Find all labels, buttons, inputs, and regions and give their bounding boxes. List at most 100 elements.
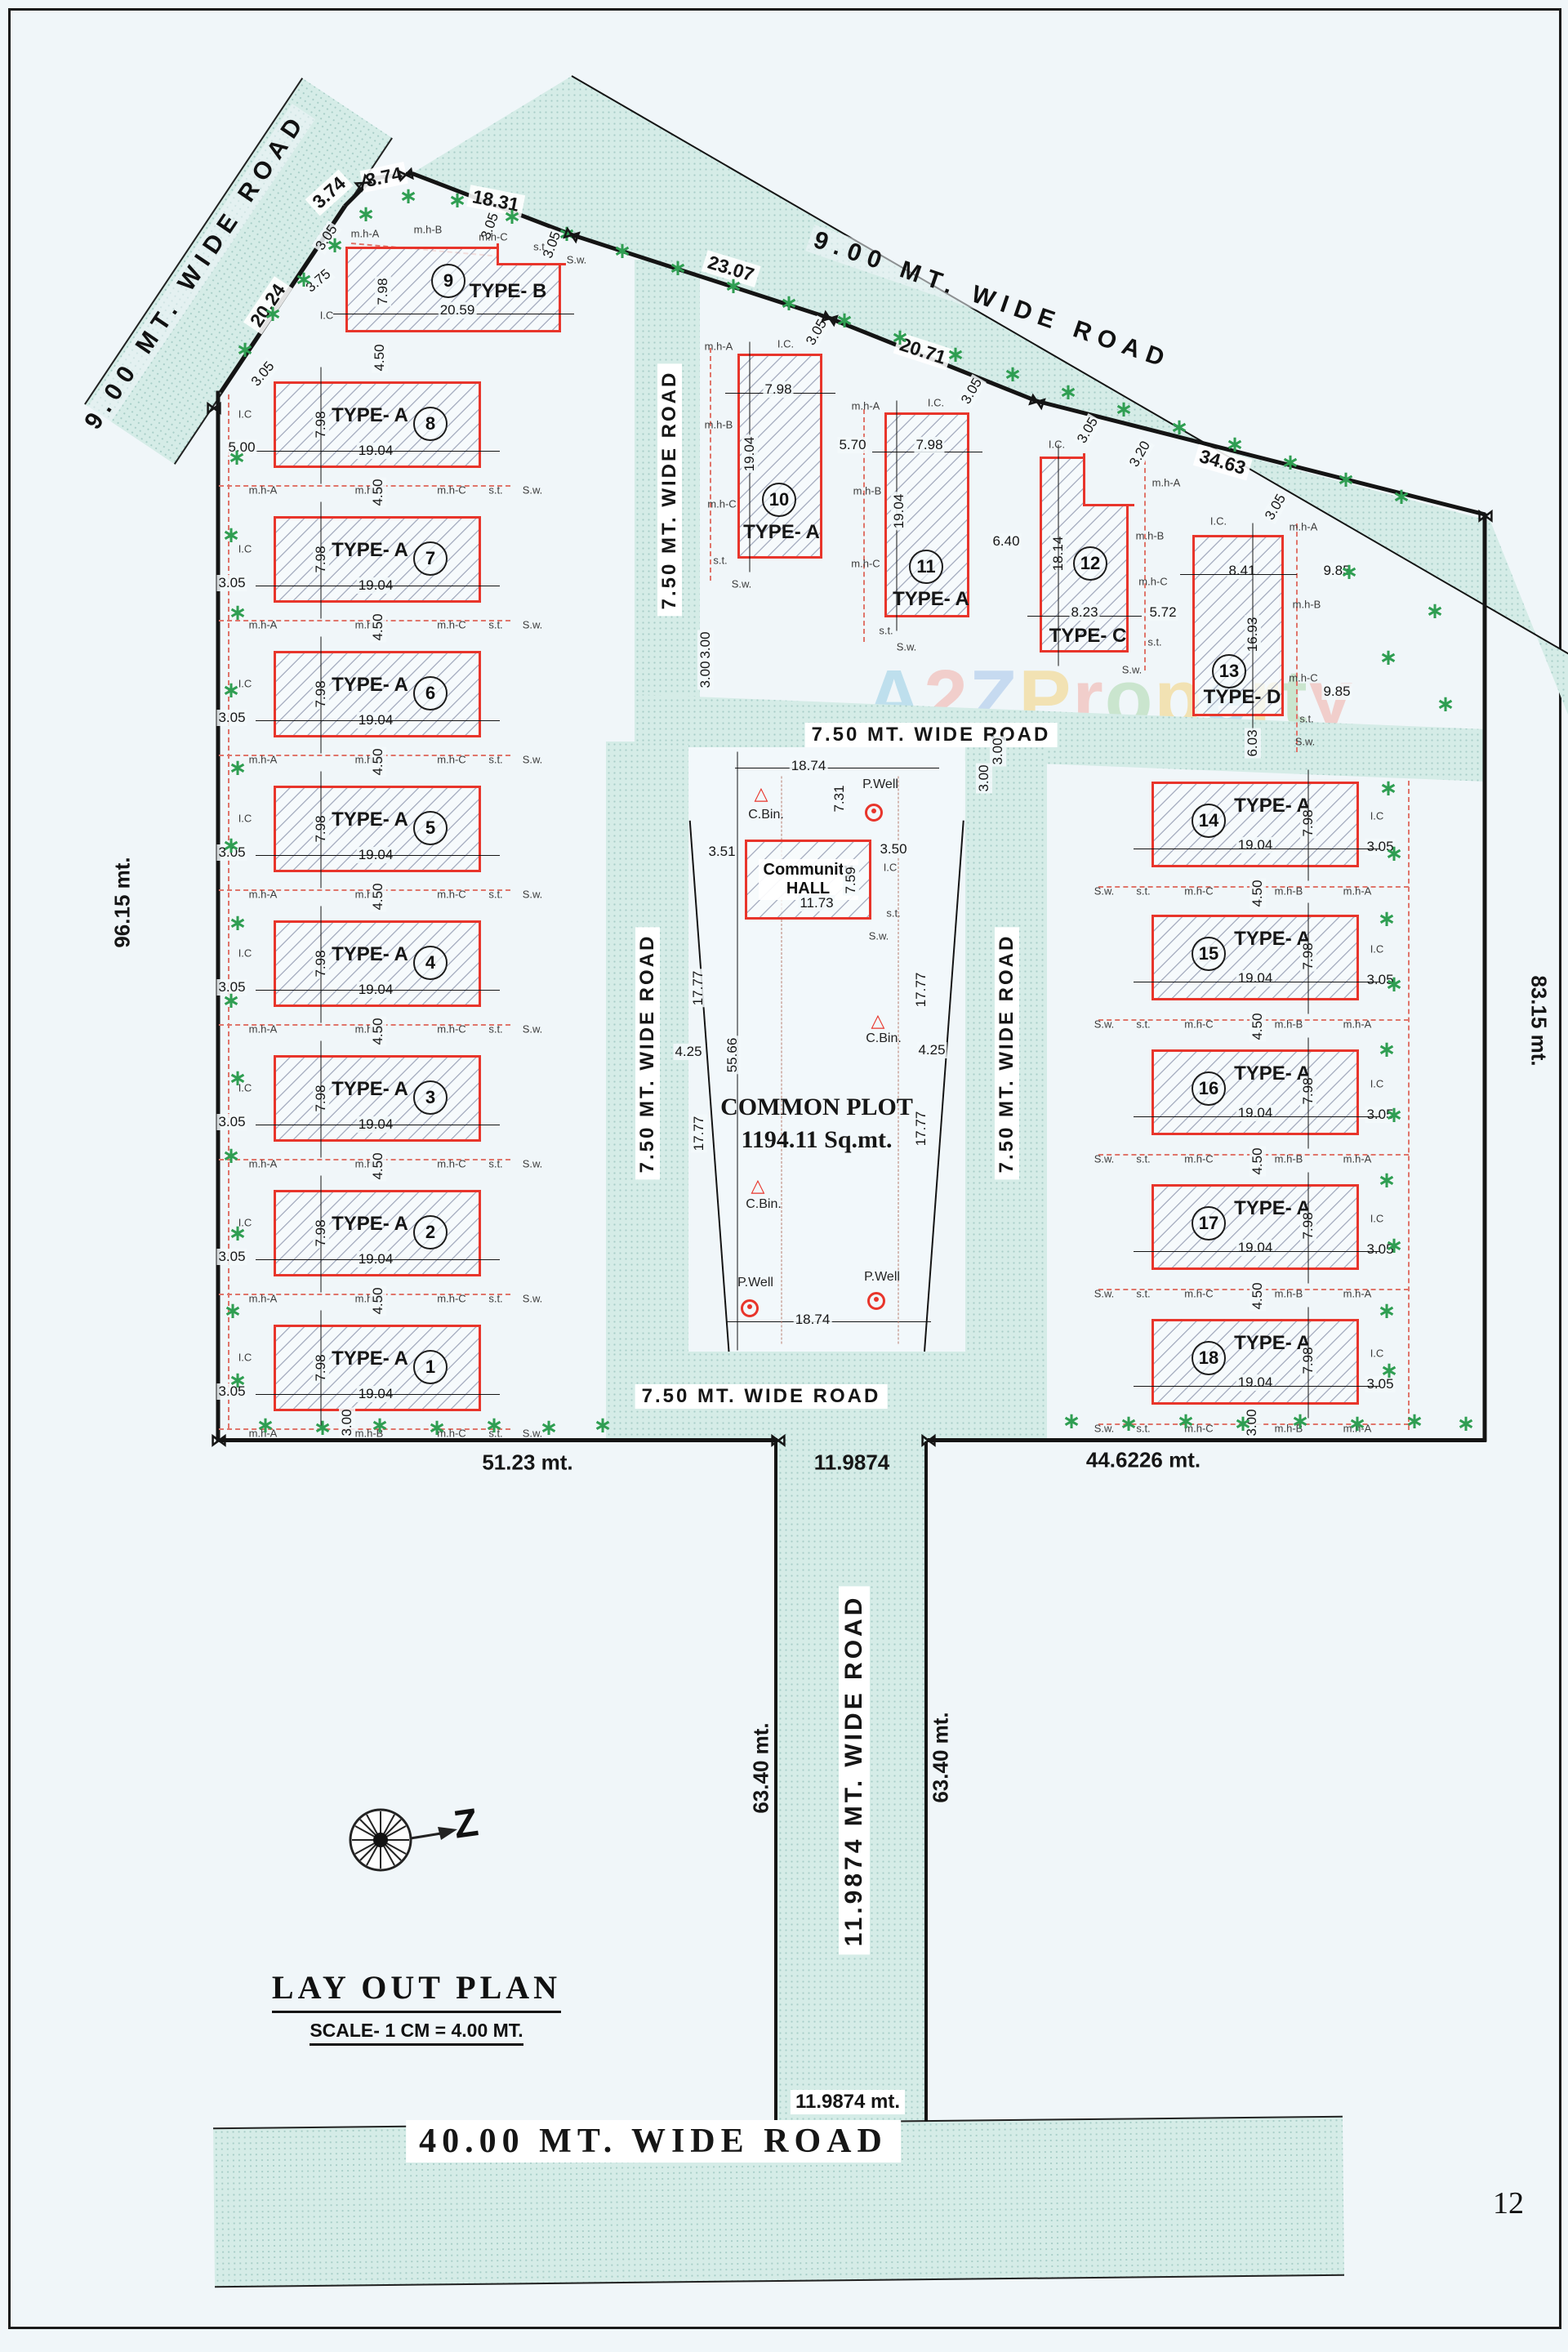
dim-label: 5.70 [837, 437, 868, 453]
plot-type-label: TYPE- A [332, 539, 408, 561]
tree-icon: ∗ [1378, 1167, 1396, 1192]
plan-line [219, 1437, 777, 1442]
dim-label: 19.04 [1236, 1105, 1275, 1121]
tree-icon: ∗ [229, 910, 247, 935]
tree-icon: ∗ [229, 1220, 247, 1245]
dim-label: m.h-C [437, 1022, 466, 1036]
utility-label: I.C [238, 947, 252, 960]
utility-label: I.C [238, 812, 252, 825]
utility-label: m.h-C [707, 497, 737, 510]
utility-label: m.h-B [1135, 529, 1165, 542]
dim-label: 11.9874 [813, 1450, 890, 1475]
tree-icon: ∗ [229, 1367, 247, 1392]
dim-label: m.h-B [354, 1427, 384, 1440]
dim-label: S.w. [522, 888, 543, 901]
dim-label: m.h-C [437, 1427, 466, 1440]
plot-number: 9 [431, 264, 466, 298]
utility-label: s.t. [1147, 635, 1162, 648]
tree-icon: ∗ [1385, 1232, 1403, 1258]
utility-label: s.t [533, 240, 545, 253]
plan-line [320, 367, 322, 483]
dim-label: 3.00 [339, 1407, 355, 1438]
utility-label: I.C [319, 309, 334, 322]
utility-label: m.h-C [479, 230, 508, 243]
plan-line [256, 1258, 500, 1260]
dim-label: m.h-C [437, 1292, 466, 1305]
dim-label: m.h-A [248, 618, 278, 631]
dim-label: 4.50 [370, 477, 386, 508]
dim-label: m.h-B [1274, 1018, 1303, 1031]
utility-label: P.Well [737, 1276, 773, 1290]
utility-label: I.C [238, 1351, 252, 1364]
plot-type-label: TYPE- A [1234, 1332, 1311, 1354]
plot-number: 16 [1192, 1071, 1226, 1106]
plot-number: 3 [413, 1080, 448, 1115]
north-compass: Z [333, 1795, 505, 1885]
dim-label: I.C [1370, 809, 1384, 822]
dim-label: m.h-C [437, 483, 466, 497]
utility-label: S.w. [566, 253, 587, 266]
utility-dashed-line [1408, 781, 1410, 1430]
dim-label: 6.03 [1245, 728, 1261, 759]
dim-label: m.h-A [248, 1292, 278, 1305]
plan-line [320, 501, 322, 618]
tree-icon: ∗ [371, 1412, 389, 1437]
dim-label: 3.05 [216, 710, 247, 726]
plan-line [320, 1175, 322, 1292]
plan-line [320, 636, 322, 753]
dim-label: 3.51 [706, 844, 737, 860]
utility-label: m.h-A [1289, 520, 1318, 533]
utility-label: m.h-C [1138, 575, 1168, 588]
utility-label: C.Bin. [866, 1031, 902, 1045]
tree-icon: ∗ [1226, 431, 1244, 457]
dim-label: s.t. [488, 1157, 503, 1170]
utility-label: m.h-A [851, 399, 880, 412]
tree-icon: ∗ [222, 832, 240, 858]
road-label: 11.9874 MT. WIDE ROAD [839, 1586, 870, 1955]
plot-number: 14 [1192, 804, 1226, 838]
dim-label: S.w. [1094, 1287, 1115, 1300]
tree-icon: ∗ [295, 266, 313, 292]
dim-label: 55.66 [724, 1036, 741, 1075]
utility-label: I.C [238, 677, 252, 690]
dim-label: m.h-B [1274, 1152, 1303, 1165]
plan-line [256, 450, 500, 452]
dim-label: m.h-C [437, 888, 466, 901]
utility-label: I.C [238, 542, 252, 555]
dim-label: 9.85 [1321, 563, 1352, 579]
plan-line [1134, 1116, 1380, 1117]
utility-dashed-line [898, 776, 899, 1344]
dim-label: s.t. [488, 1427, 503, 1440]
tree-icon: ∗ [1379, 644, 1397, 670]
tree-icon: ∗ [669, 255, 687, 280]
tree-icon: ∗ [428, 1414, 446, 1440]
dim-label: m.h-B [1274, 1422, 1303, 1435]
road-label: 7.50 MT. WIDE ROAD [635, 927, 660, 1180]
dim-label: m.h-A [248, 753, 278, 766]
plot-type-label: TYPE- C [1049, 625, 1127, 647]
utility-label: m.h-C [851, 557, 880, 570]
dim-label: 4.50 [1250, 1146, 1266, 1177]
tree-icon: ∗ [222, 677, 240, 702]
dim-label: S.w. [1094, 1152, 1115, 1165]
common-plot-label: 1194.11 Sq.mt. [741, 1126, 893, 1153]
survey-marker-icon: ⋈ [920, 1431, 938, 1450]
plot-number: 13 [1212, 654, 1246, 688]
plan-line [1134, 1385, 1380, 1387]
road-label: 7.50 MT. WIDE ROAD [635, 1384, 888, 1409]
tree-icon: ∗ [1062, 1408, 1080, 1433]
dim-label: 3.05 [216, 844, 247, 861]
scale-note: SCALE- 1 CM = 4.00 MT. [310, 2020, 523, 2046]
tree-icon: ∗ [1291, 1408, 1309, 1433]
utility-label: s.t. [879, 624, 893, 637]
tree-icon: ∗ [228, 444, 246, 470]
bin-icon: △ [751, 1175, 765, 1196]
dim-label: 3.00 [990, 736, 1006, 767]
plan-line [1134, 1250, 1380, 1252]
dim-label: s.t. [1136, 1018, 1151, 1031]
dim-label: s.t. [488, 753, 503, 766]
tree-icon: ∗ [326, 232, 344, 257]
tree-icon: ∗ [1437, 691, 1454, 716]
plot-number: 8 [413, 407, 448, 441]
